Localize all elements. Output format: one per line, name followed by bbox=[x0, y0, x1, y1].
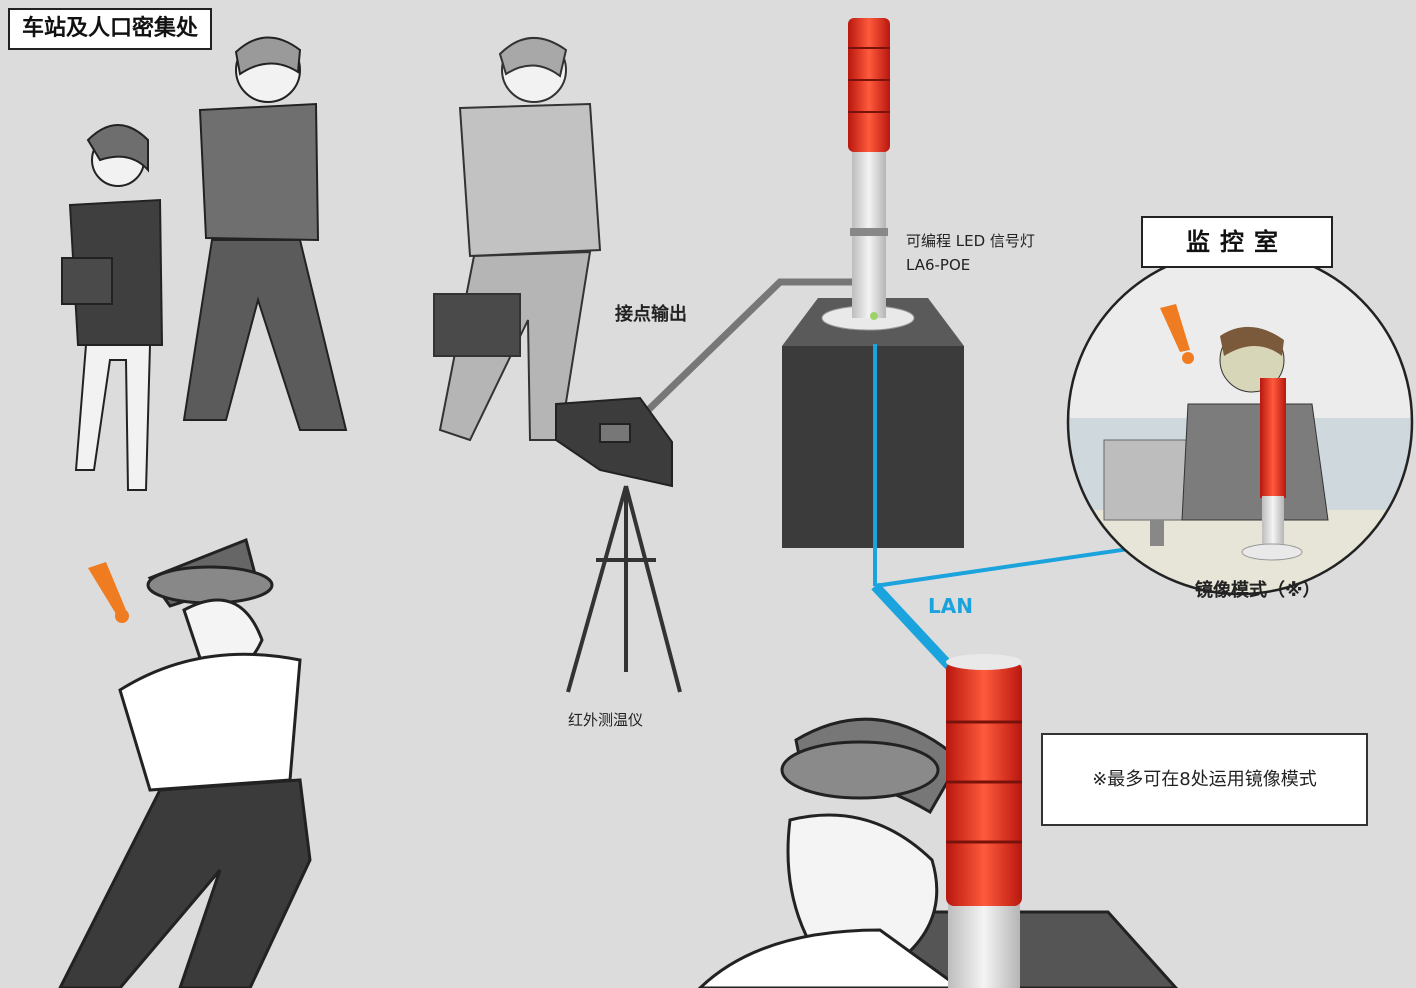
monitor-room-circle bbox=[1068, 250, 1412, 600]
monitor-room-title: 监控室 bbox=[1141, 216, 1333, 268]
lan-label: LAN bbox=[928, 594, 973, 618]
location-title: 车站及人口密集处 bbox=[8, 8, 212, 50]
pedestrian-man-backpack bbox=[184, 37, 346, 430]
signal-tower-foreground bbox=[946, 654, 1022, 988]
note-box: ※最多可在8处运用镜像模式 bbox=[1041, 733, 1368, 826]
pedestrian-woman bbox=[62, 125, 162, 490]
running-officer bbox=[60, 540, 310, 988]
alert-exclamation-icon bbox=[88, 562, 129, 623]
product-label-line1: 可编程 LED 信号灯 bbox=[906, 229, 1035, 253]
tripod bbox=[568, 486, 680, 692]
product-label-line2: LA6-POE bbox=[906, 253, 1035, 277]
product-label: 可编程 LED 信号灯 LA6-POE bbox=[906, 229, 1035, 277]
thermal-camera bbox=[556, 398, 672, 486]
pedestrian-businessman bbox=[434, 38, 600, 440]
thermometer-label: 红外测温仪 bbox=[568, 709, 643, 730]
contact-output-label: 接点输出 bbox=[615, 300, 687, 326]
mirror-mode-label: 镜像模式（※） bbox=[1195, 576, 1321, 602]
